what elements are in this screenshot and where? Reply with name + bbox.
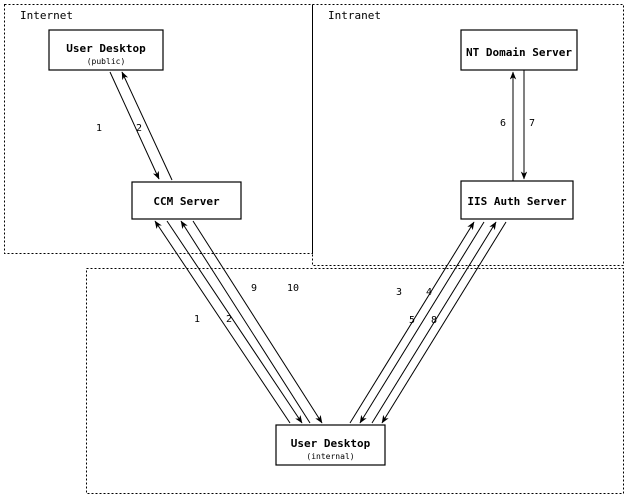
- flow-line-10: [192, 220, 323, 424]
- zone-internal: [86, 268, 624, 494]
- edge-label-1-internal: 1: [194, 314, 200, 325]
- flow-line-8: [381, 221, 507, 424]
- flow-line-9: [180, 220, 311, 424]
- node-user-desktop-internal-label: User Desktop: [291, 437, 371, 450]
- zone-intranet: Intranet: [312, 4, 624, 266]
- node-user-desktop-public[interactable]: User Desktop (public): [48, 29, 164, 71]
- node-ccm-server-label: CCM Server: [153, 195, 220, 208]
- edge-label-7: 7: [529, 118, 535, 129]
- flow-line-2-internal: [166, 220, 303, 424]
- node-user-desktop-internal-box[interactable]: [275, 424, 386, 466]
- flow-line-2: [121, 71, 173, 181]
- edge-label-10: 10: [287, 283, 299, 294]
- node-iis-auth-server[interactable]: IIS Auth Server: [460, 180, 574, 220]
- flow-line-3: [349, 221, 475, 424]
- flow-line-4: [359, 221, 485, 424]
- node-ccm-server[interactable]: CCM Server: [131, 181, 242, 220]
- edge-label-2: 2: [136, 123, 142, 134]
- node-nt-domain-server-box[interactable]: [460, 29, 578, 71]
- edge-label-4: 4: [426, 287, 432, 298]
- node-user-desktop-internal-sublabel: (internal): [306, 452, 354, 461]
- flow-line-1: [109, 71, 160, 180]
- zone-internet-border: [4, 4, 313, 254]
- edge-label-9: 9: [251, 283, 257, 294]
- node-iis-auth-server-label: IIS Auth Server: [467, 195, 567, 208]
- edge-label-2-internal: 2: [226, 314, 232, 325]
- zone-intranet-label: Intranet: [328, 9, 381, 22]
- edge-label-5: 5: [409, 315, 415, 326]
- node-user-desktop-public-sublabel: (public): [87, 57, 126, 66]
- edge-label-6: 6: [500, 118, 506, 129]
- node-user-desktop-public-label: User Desktop: [66, 42, 146, 55]
- flow-line-1-internal: [154, 220, 291, 424]
- node-ccm-server-box[interactable]: [131, 181, 242, 220]
- zone-internet-label: Internet: [20, 9, 73, 22]
- edge-label-1: 1: [96, 123, 102, 134]
- node-user-desktop-internal[interactable]: User Desktop (internal): [275, 424, 386, 466]
- node-nt-domain-server-label: NT Domain Server: [466, 46, 572, 59]
- node-iis-auth-server-box[interactable]: [460, 180, 574, 220]
- node-user-desktop-public-box[interactable]: [48, 29, 164, 71]
- edge-label-8: 8: [431, 315, 437, 326]
- flow-line-5: [371, 221, 497, 424]
- edge-label-3: 3: [396, 287, 402, 298]
- node-nt-domain-server[interactable]: NT Domain Server: [460, 29, 578, 71]
- zone-internal-border: [86, 268, 624, 494]
- zone-internet: Internet: [4, 4, 313, 254]
- zone-intranet-border: [312, 4, 624, 266]
